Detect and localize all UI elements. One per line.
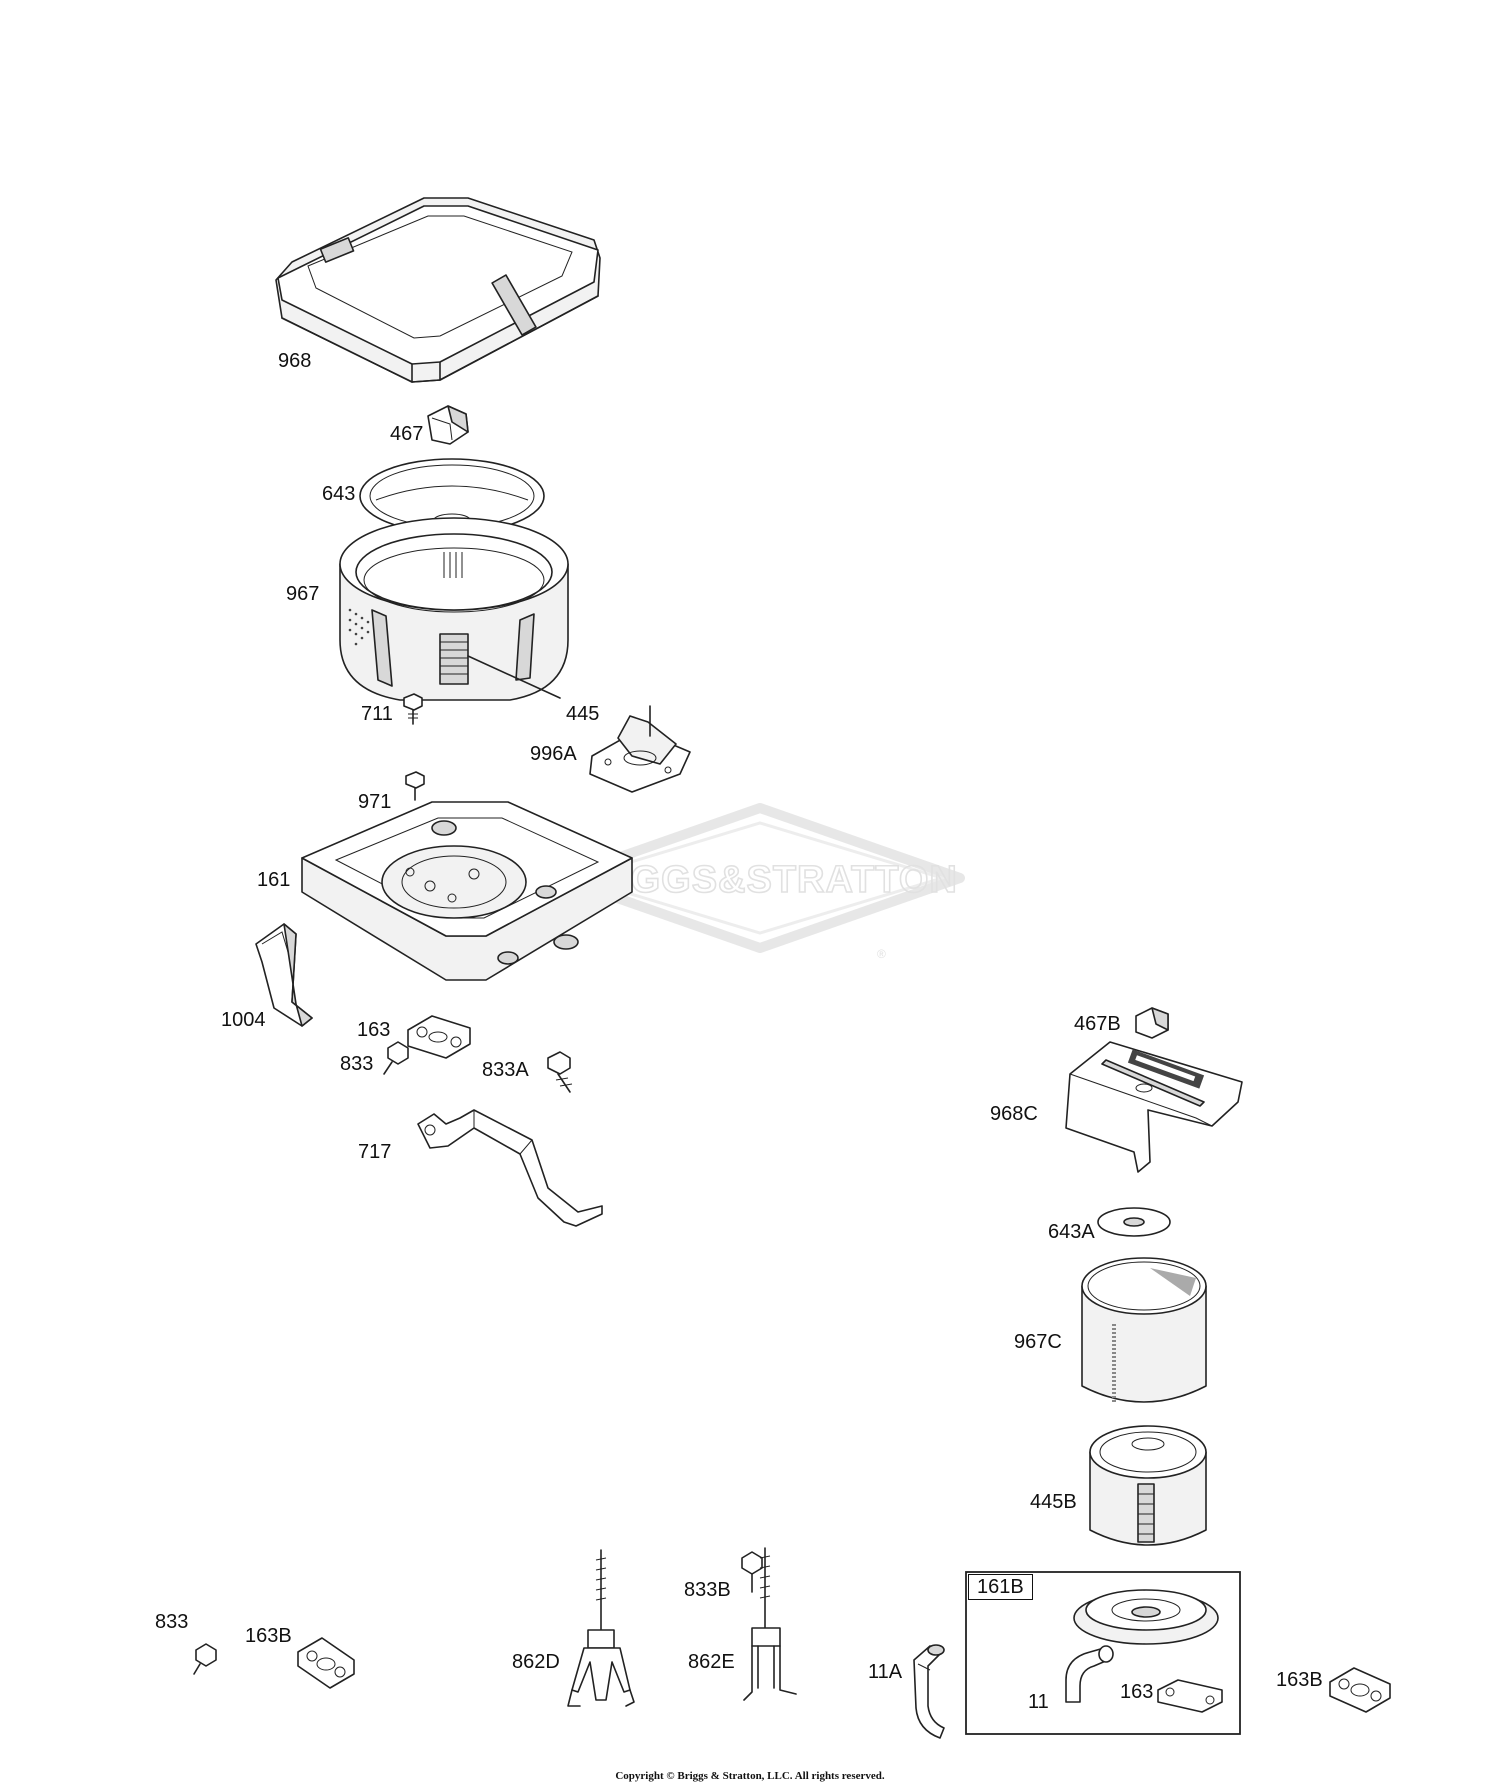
part-967C-precleaner xyxy=(1081,1257,1207,1403)
callout-968: 968 xyxy=(278,350,312,372)
callout-1004: 1004 xyxy=(221,1009,266,1031)
part-467-knob xyxy=(427,405,469,445)
callout-833B: 833B xyxy=(684,1579,731,1601)
callout-163-box: 163 xyxy=(1120,1681,1154,1703)
callout-643A: 643A xyxy=(1048,1221,1095,1243)
part-163B-right-gasket xyxy=(1329,1667,1391,1713)
part-163-gasket xyxy=(407,1015,471,1059)
callout-967C: 967C xyxy=(1014,1331,1062,1353)
part-445B-filter xyxy=(1089,1425,1207,1546)
part-971-screw xyxy=(405,771,425,801)
part-161B-assembly-box xyxy=(965,1571,1241,1735)
callout-161B: 161B xyxy=(968,1574,1033,1600)
part-968C-cover xyxy=(1065,1041,1243,1173)
callout-971: 971 xyxy=(358,791,392,813)
callout-445: 445 xyxy=(566,703,600,725)
part-467B-knob xyxy=(1135,1007,1169,1039)
callout-467: 467 xyxy=(390,423,424,445)
callout-11: 11 xyxy=(1028,1691,1049,1713)
part-643A-plate xyxy=(1097,1207,1171,1237)
callout-862D: 862D xyxy=(512,1651,560,1673)
part-1004-duct xyxy=(255,923,313,1027)
callout-445B: 445B xyxy=(1030,1491,1077,1513)
part-833B-screw xyxy=(741,1551,763,1593)
part-862D-bracket xyxy=(567,1549,635,1707)
part-967-precleaner xyxy=(339,517,569,701)
callout-711: 711 xyxy=(361,703,393,725)
part-833-lower-screw xyxy=(193,1643,217,1675)
part-833-screw xyxy=(383,1041,409,1075)
part-161-base xyxy=(301,801,633,981)
callout-643: 643 xyxy=(322,483,356,505)
callout-833A: 833A xyxy=(482,1059,529,1081)
part-711-screw xyxy=(403,693,423,725)
callout-862E: 862E xyxy=(688,1651,735,1673)
part-163B-left-gasket xyxy=(297,1637,355,1689)
callout-467B: 467B xyxy=(1074,1013,1121,1035)
part-996A-breather xyxy=(589,705,691,793)
callout-833-lower: 833 xyxy=(155,1611,189,1633)
copyright-notice: Copyright © Briggs & Stratton, LLC. All … xyxy=(615,1770,885,1782)
part-833A-bolt xyxy=(547,1051,573,1093)
part-968-cover xyxy=(275,197,601,383)
callout-163B-left: 163B xyxy=(245,1625,292,1647)
callout-967: 967 xyxy=(286,583,320,605)
callout-11A: 11A xyxy=(868,1661,903,1683)
callout-996A: 996A xyxy=(530,743,577,765)
watermark-registered: ® xyxy=(877,947,886,961)
callout-163: 163 xyxy=(357,1019,391,1041)
part-11A-hose xyxy=(913,1644,945,1739)
part-862E-bracket xyxy=(743,1547,797,1701)
callout-968C: 968C xyxy=(990,1103,1038,1125)
callout-833: 833 xyxy=(340,1053,374,1075)
callout-161: 161 xyxy=(257,869,291,891)
callout-717: 717 xyxy=(358,1141,392,1163)
callout-163B-right: 163B xyxy=(1276,1669,1323,1691)
part-717-bracket xyxy=(417,1109,603,1227)
